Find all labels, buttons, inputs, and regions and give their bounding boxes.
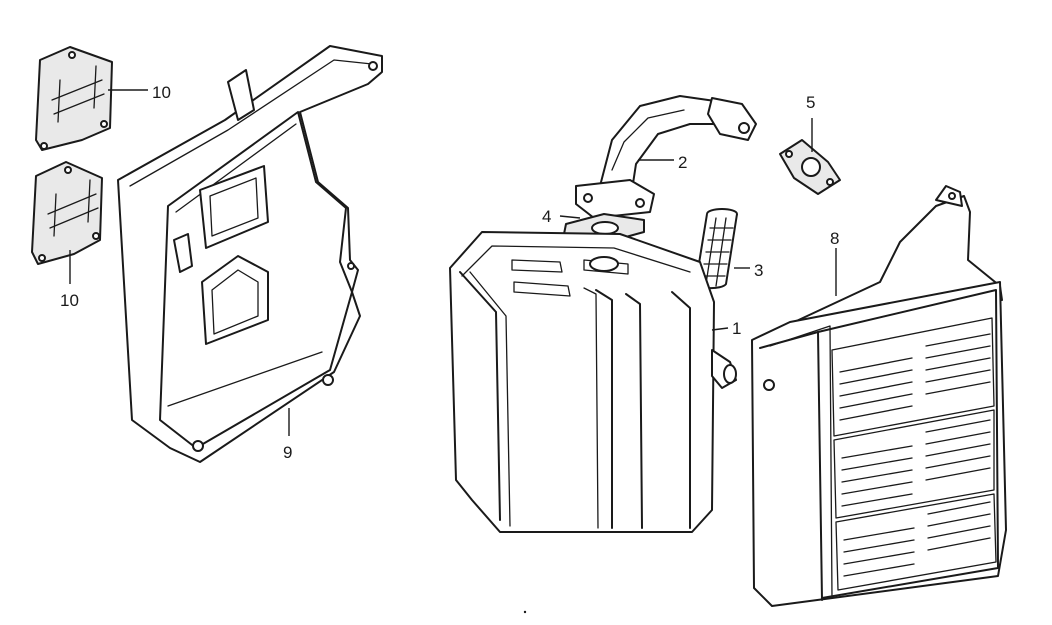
- callout-3: 3: [734, 261, 763, 280]
- part-9-heat-shield: [117, 45, 383, 463]
- callout-9: 9: [283, 408, 292, 462]
- stray-dot: [523, 610, 527, 614]
- callout-1: 1: [711, 319, 741, 338]
- part-10-upper-bracket: [35, 46, 113, 151]
- part-8-muffler-guard: [751, 185, 1007, 607]
- callout-10-upper: 10: [108, 83, 171, 102]
- callout-10-upper-label: 10: [152, 83, 171, 102]
- callout-5-label: 5: [806, 93, 815, 112]
- callout-8: 8: [830, 229, 839, 296]
- callout-10-lower: 10: [60, 250, 79, 310]
- part-2-exhaust-pipe: [575, 95, 757, 219]
- part-10-lower-bracket: [31, 161, 103, 265]
- callout-2: 2: [638, 153, 687, 172]
- callout-4-label: 4: [542, 207, 551, 226]
- callout-9-label: 9: [283, 443, 292, 462]
- part-3-screen: [694, 208, 738, 290]
- callout-10-lower-label: 10: [60, 291, 79, 310]
- callout-8-label: 8: [830, 229, 839, 248]
- callout-4: 4: [542, 207, 581, 226]
- callout-3-label: 3: [754, 261, 763, 280]
- part-1-muffler: [449, 231, 737, 533]
- callout-2-label: 2: [678, 153, 687, 172]
- callout-1-label: 1: [732, 319, 741, 338]
- callout-5: 5: [806, 93, 815, 152]
- part-5-gasket: [779, 139, 841, 195]
